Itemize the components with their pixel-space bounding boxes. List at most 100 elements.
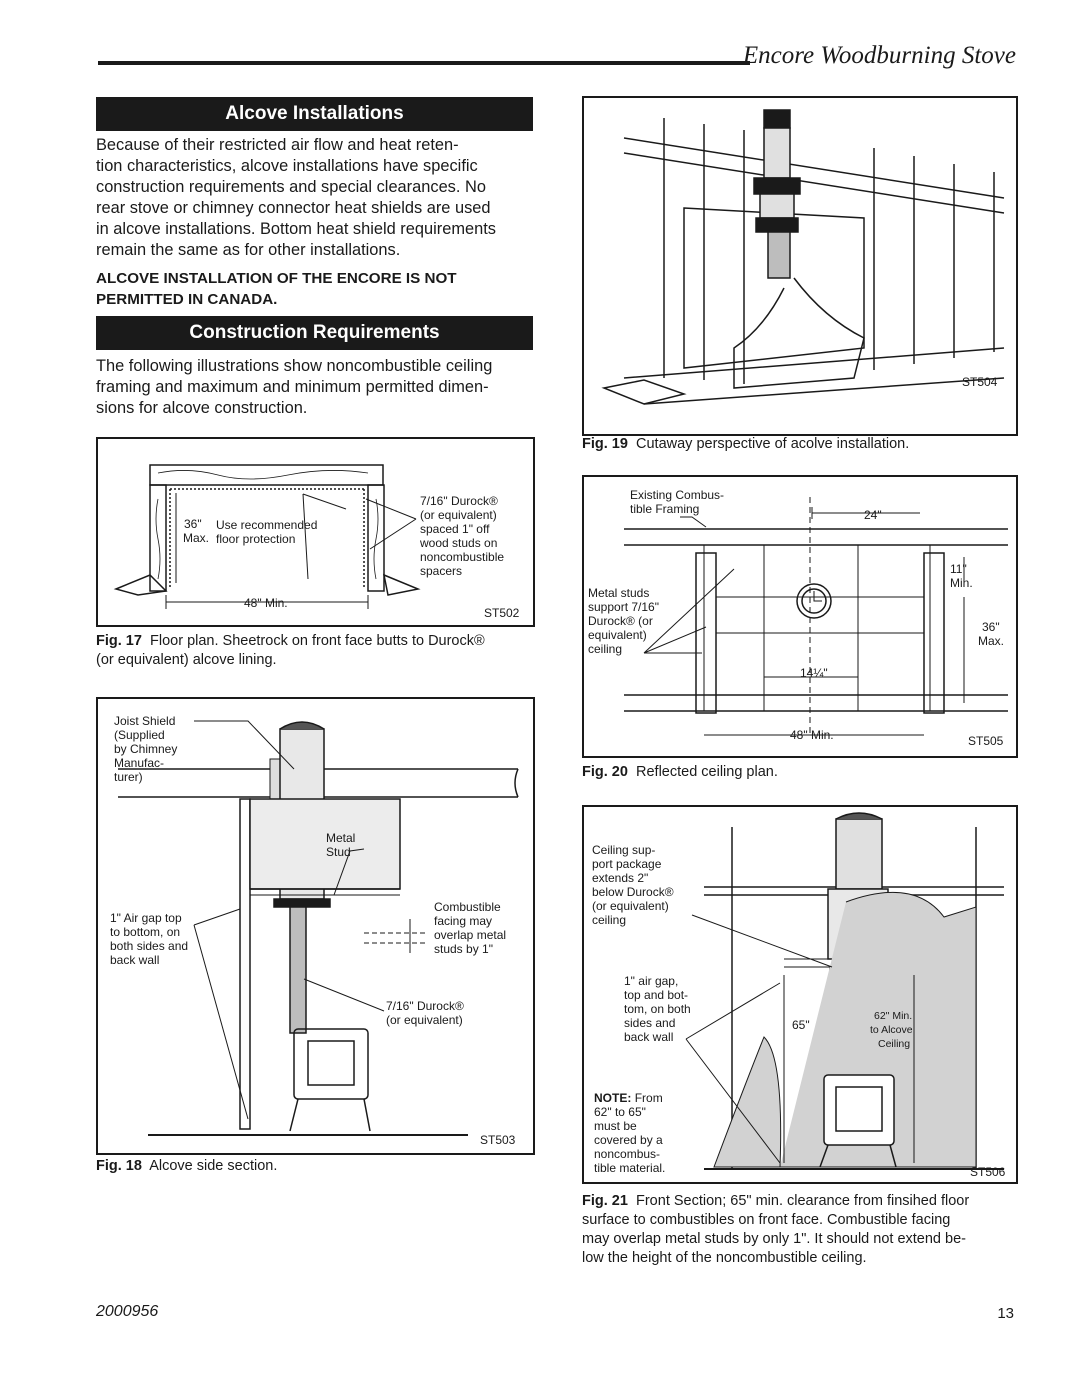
fig21-gap-1: top and bot- xyxy=(624,988,688,1002)
fig21-ceiling-0: Ceiling sup- xyxy=(592,843,655,857)
document-number: 2000956 xyxy=(96,1303,159,1320)
fig20-48-label: 48" Min. xyxy=(790,728,834,742)
fig21-65-label: 65" xyxy=(792,1018,810,1032)
fig21-note-0: 62" to 65" xyxy=(594,1105,646,1119)
fig18-gap-3: back wall xyxy=(110,953,159,967)
fig20-metal-0: Metal studs xyxy=(588,586,649,600)
fig21-caption-line: Front Section; 65" min. clearance from f… xyxy=(636,1193,970,1209)
fig21-caption: Fig. 21 Front Section; 65" min. clearanc… xyxy=(582,1192,1014,1268)
fig21-note-3: noncombus- xyxy=(594,1147,660,1161)
fig20-36-value: 36" xyxy=(982,620,1000,634)
canada-warning: ALCOVE INSTALLATION OF THE ENCORE IS NOT… xyxy=(96,268,536,310)
fig18-caption-text: Alcove side section. xyxy=(149,1158,278,1174)
text-line: rear stove or chimney connector heat shi… xyxy=(96,199,491,217)
fig20-11-value: 11" xyxy=(950,562,967,576)
fig21-gap-0: 1" air gap, xyxy=(624,974,678,988)
fig20-metal-1: support 7/16" xyxy=(588,600,659,614)
fig18-joist-1: (Supplied xyxy=(114,728,165,742)
fig18-joist-2: by Chimney xyxy=(114,742,177,756)
fig17-width-label: 48" Min. xyxy=(244,596,288,610)
fig17-max-label: Max. xyxy=(183,531,209,545)
fig20-11-label: Min. xyxy=(950,576,973,590)
fig18-joist-0: Joist Shield xyxy=(114,714,175,728)
text-line: ALCOVE INSTALLATION OF THE ENCORE IS NOT xyxy=(96,270,457,287)
fig20-36-label: Max. xyxy=(978,634,1004,648)
fig20-1414-label: 14¼" xyxy=(800,666,828,680)
fig17-durock-0: 7/16" Durock® xyxy=(420,494,498,508)
figure-17-floor-plan: 36" Max. Use recommended floor protectio… xyxy=(96,437,535,627)
text-line: The following illustrations show noncomb… xyxy=(96,357,493,375)
fig20-existing-0: Existing Combus- xyxy=(630,488,724,502)
fig18-comb-0: Combustible xyxy=(434,900,501,914)
figure-21-front-section: Ceiling sup- port package extends 2" bel… xyxy=(582,805,1018,1184)
text-line: remain the same as for other installatio… xyxy=(96,241,401,259)
fig18-durock-1: (or equivalent) xyxy=(386,1013,463,1027)
fig19-caption: Fig. 19 Cutaway perspective of acolve in… xyxy=(582,435,909,454)
fig17-caption-line: (or equivalent) alcove lining. xyxy=(96,652,277,668)
fig18-gap-0: 1" Air gap top xyxy=(110,911,182,925)
alcove-heading: Alcove Installations xyxy=(96,97,533,131)
fig20-24-label: 24" xyxy=(864,508,882,522)
fig21-note-2: covered by a xyxy=(594,1133,663,1147)
alcove-paragraph: Because of their restricted air flow and… xyxy=(96,135,536,261)
text-line: sions for alcove construction. xyxy=(96,399,308,417)
fig19-code: ST504 xyxy=(962,375,998,389)
fig21-gap-2: tom, on both xyxy=(624,1002,691,1016)
fig21-note-1: must be xyxy=(594,1119,637,1133)
fig18-comb-2: overlap metal xyxy=(434,928,506,942)
fig18-stud-0: Metal xyxy=(326,831,355,845)
fig21-gap-4: back wall xyxy=(624,1030,673,1044)
fig21-caption-line: may overlap metal studs by only 1". It s… xyxy=(582,1231,966,1247)
fig20-metal-4: ceiling xyxy=(588,642,622,656)
document-title: Encore Woodburning Stove xyxy=(742,42,1016,69)
fig21-ceiling-5: ceiling xyxy=(592,913,626,927)
fig17-use-label-a: Use recommended xyxy=(216,518,317,532)
construction-paragraph: The following illustrations show noncomb… xyxy=(96,356,536,419)
text-line: construction requirements and special cl… xyxy=(96,178,486,196)
fig18-caption: Fig. 18 Alcove side section. xyxy=(96,1157,277,1176)
fig20-caption: Fig. 20 Reflected ceiling plan. xyxy=(582,763,778,782)
fig21-ceiling-4: (or equivalent) xyxy=(592,899,669,913)
fig21-ceiling-2: extends 2" xyxy=(592,871,648,885)
fig21-gap-3: sides and xyxy=(624,1016,675,1030)
fig17-durock-2: spaced 1" off xyxy=(420,522,490,536)
text-line: tion characteristics, alcove installatio… xyxy=(96,157,478,175)
fig18-joist-4: turer) xyxy=(114,770,143,784)
text-line: PERMITTED IN CANADA. xyxy=(96,291,278,308)
fig18-comb-1: facing may xyxy=(434,914,492,928)
fig17-number: Fig. 17 xyxy=(96,633,142,649)
figure-18-side-section: Joist Shield (Supplied by Chimney Manufa… xyxy=(96,697,535,1155)
fig17-use-label-b: floor protection xyxy=(216,532,295,546)
fig19-number: Fig. 19 xyxy=(582,436,628,452)
fig20-caption-text: Reflected ceiling plan. xyxy=(636,764,778,780)
fig17-caption-line: Floor plan. Sheetrock on front face butt… xyxy=(150,633,485,649)
fig20-existing-1: tible Framing xyxy=(630,502,699,516)
fig21-62-0: 62" Min. xyxy=(874,1010,912,1022)
fig17-durock-5: spacers xyxy=(420,564,462,578)
fig21-ceiling-3: below Durock® xyxy=(592,885,674,899)
fig18-stud-1: Stud xyxy=(326,845,351,859)
fig17-durock-3: wood studs on xyxy=(419,536,497,550)
fig18-joist-3: Manufac- xyxy=(114,756,164,770)
header-rule xyxy=(98,61,750,65)
fig17-durock-4: noncombustible xyxy=(420,550,504,564)
fig21-caption-line: surface to combustibles on front face. C… xyxy=(582,1212,951,1228)
fig17-code: ST502 xyxy=(484,606,520,620)
fig21-note-heading: NOTE: From xyxy=(594,1091,663,1105)
text-line: in alcove installations. Bottom heat shi… xyxy=(96,220,496,238)
figure-19-cutaway: ST504 xyxy=(582,96,1018,436)
fig21-note-4: tible material. xyxy=(594,1161,665,1175)
fig20-number: Fig. 20 xyxy=(582,764,628,780)
fig18-gap-1: to bottom, on xyxy=(110,925,180,939)
fig18-code: ST503 xyxy=(480,1133,516,1147)
page-number: 13 xyxy=(997,1305,1014,1322)
text-line: framing and maximum and minimum permitte… xyxy=(96,378,489,396)
fig20-metal-3: equivalent) xyxy=(588,628,647,642)
fig21-62-1: to Alcove xyxy=(870,1024,913,1036)
text-line: Because of their restricted air flow and… xyxy=(96,136,459,154)
fig21-ceiling-1: port package xyxy=(592,857,662,871)
construction-heading: Construction Requirements xyxy=(96,316,533,350)
fig21-caption-line: low the height of the noncombustible cei… xyxy=(582,1250,867,1266)
fig17-caption: Fig. 17 Floor plan. Sheetrock on front f… xyxy=(96,632,536,670)
fig18-number: Fig. 18 xyxy=(96,1158,142,1174)
